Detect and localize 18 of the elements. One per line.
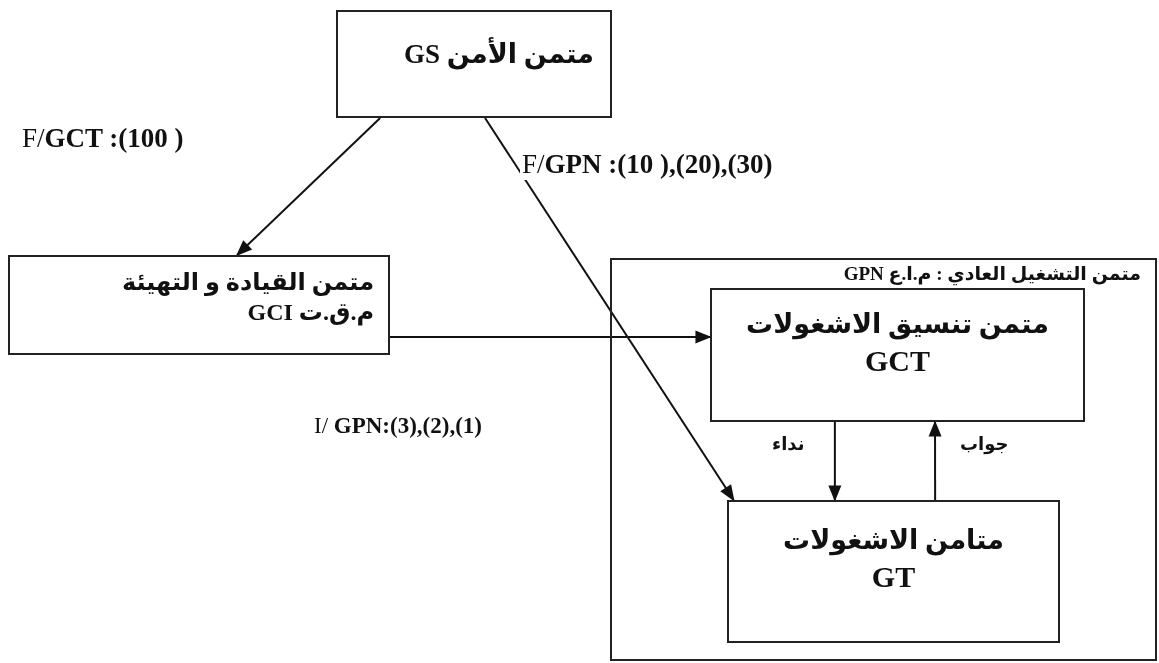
node-code: GT bbox=[870, 558, 917, 595]
process-box bbox=[610, 258, 1157, 661]
process-box bbox=[336, 10, 612, 118]
node-title: متمن القيادة و التهيئة bbox=[120, 268, 374, 297]
node-title: متمن التشغيل العادي : م.ا.ع GPN bbox=[842, 262, 1141, 286]
node-title: متمن الأمن GS bbox=[402, 38, 594, 72]
node-title: متامن الاشغولات bbox=[782, 524, 1005, 558]
node-code: GCT bbox=[864, 342, 931, 379]
process-box bbox=[727, 500, 1060, 643]
arrow bbox=[389, 330, 712, 344]
node-code: م.ق.ت GCI bbox=[246, 298, 374, 327]
arrow bbox=[828, 421, 842, 502]
arrow bbox=[236, 117, 382, 257]
process-box bbox=[710, 288, 1085, 422]
arrow bbox=[484, 117, 735, 502]
process-box bbox=[8, 255, 390, 355]
node-title: متمن تنسيق الاشغولات bbox=[745, 308, 1050, 342]
arrow bbox=[928, 420, 942, 501]
